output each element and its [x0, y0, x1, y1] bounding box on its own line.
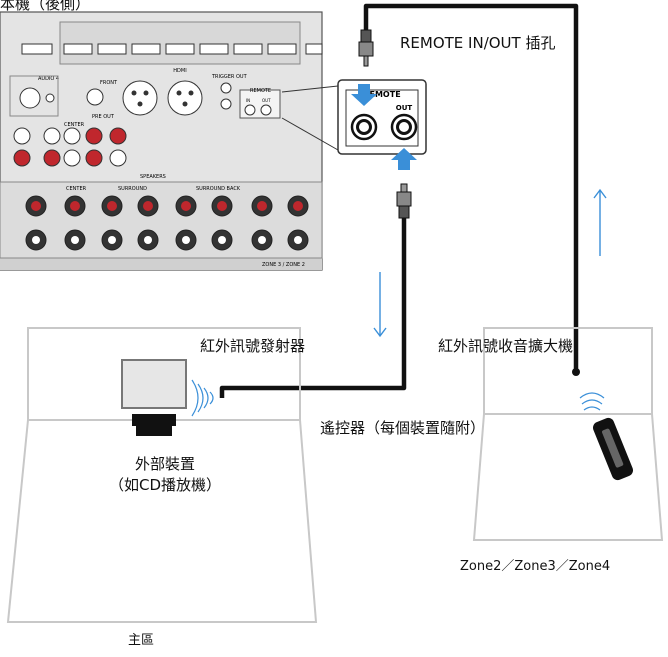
hdmi-port — [97, 43, 127, 55]
callout-line — [281, 85, 339, 93]
remote-control-label: 遙控器（每個裝置隨附） — [320, 419, 486, 437]
plug-body — [358, 41, 374, 57]
trigger-jack — [220, 82, 232, 94]
signal-arrow-down — [373, 272, 387, 338]
plug-tip — [400, 183, 408, 193]
hdmi-port — [131, 43, 161, 55]
callout-out-label: OUT — [396, 104, 413, 112]
insert-arrow-down — [351, 84, 377, 106]
rear-panel: HDMI AUDIO 4 FRONT PRE OUT TRIGGER OUT R… — [0, 11, 323, 271]
xlr-jack — [122, 80, 158, 116]
external-device-player — [132, 414, 176, 426]
speaker-surround-back-label: SURROUND BACK — [196, 186, 241, 192]
callout-line — [281, 117, 339, 151]
speakers-label: SPEAKERS — [140, 174, 166, 180]
pre-out-label: PRE OUT — [92, 114, 115, 120]
remote-block-out: OUT — [262, 98, 271, 103]
plug-body — [360, 29, 372, 43]
remote-block-title: REMOTE — [250, 88, 271, 94]
trigger-out-label: TRIGGER OUT — [211, 74, 248, 80]
plug-tip — [363, 55, 369, 67]
main-zone-label: 主區 — [128, 633, 155, 648]
zone-terminal-label: ZONE 3 / ZONE 2 — [262, 262, 305, 268]
remote-in-jack-small — [244, 104, 256, 116]
external-device-label: 外部裝置 — [134, 455, 195, 473]
hdmi-port — [267, 43, 297, 55]
hdmi-port — [165, 43, 195, 55]
ir-receiver-icon — [579, 392, 605, 411]
audio-jack — [45, 93, 55, 103]
ir-receiver-amp-label: 紅外訊號收音擴大機 — [438, 337, 574, 355]
remote-callout: REMOTE OUT — [337, 79, 427, 155]
callout-inner — [345, 89, 419, 147]
trigger-jack — [220, 98, 232, 110]
xlr-jack — [167, 80, 203, 116]
center-label: CENTER — [64, 122, 85, 128]
receiver-connection-dot — [572, 368, 580, 376]
hdmi-port — [21, 43, 53, 55]
insert-arrow-up — [391, 148, 417, 170]
speaker-terminal-block — [0, 181, 323, 259]
external-device-screen — [121, 359, 187, 409]
sub-zone-room — [472, 327, 664, 541]
plug-body — [398, 205, 410, 219]
hdmi-port — [199, 43, 229, 55]
hdmi-port — [63, 43, 93, 55]
remote-out-jack-small — [260, 104, 272, 116]
audio-jack — [19, 87, 41, 109]
plug-body — [396, 191, 412, 207]
ir-transmitter-icon — [191, 379, 214, 417]
remote-block — [239, 89, 281, 119]
remote-block-in: IN — [246, 98, 250, 103]
main-zone-room — [6, 327, 318, 623]
panel-bottom-strip — [0, 258, 322, 270]
ir-transmitter-label: 紅外訊號發射器 — [200, 337, 306, 355]
cable-to-receiver — [363, 3, 579, 372]
audio-label: AUDIO 4 — [38, 76, 59, 82]
trim-jack — [86, 88, 104, 106]
cable-to-transmitter — [219, 218, 407, 398]
signal-arrow-up — [593, 188, 607, 256]
external-device-base — [136, 426, 172, 436]
hdmi-block — [59, 21, 301, 65]
front-label: FRONT — [100, 80, 118, 86]
remote-control-icon — [592, 417, 634, 481]
speaker-center-label: CENTER — [66, 186, 87, 192]
zones-label: Zone2／Zone3／Zone4 — [460, 559, 611, 574]
hdmi-port — [305, 43, 323, 55]
callout-title: REMOTE — [363, 90, 400, 99]
audio-block — [9, 75, 59, 117]
external-device-example-label: （如CD播放機） — [108, 476, 222, 494]
remote-jack-label: REMOTE IN/OUT 插孔 — [400, 34, 556, 52]
hdmi-port — [233, 43, 263, 55]
speaker-surround-label: SURROUND — [118, 186, 147, 192]
unit-rear-label: 本機（後側） — [0, 0, 91, 13]
hdmi-label: HDMI — [173, 68, 186, 74]
